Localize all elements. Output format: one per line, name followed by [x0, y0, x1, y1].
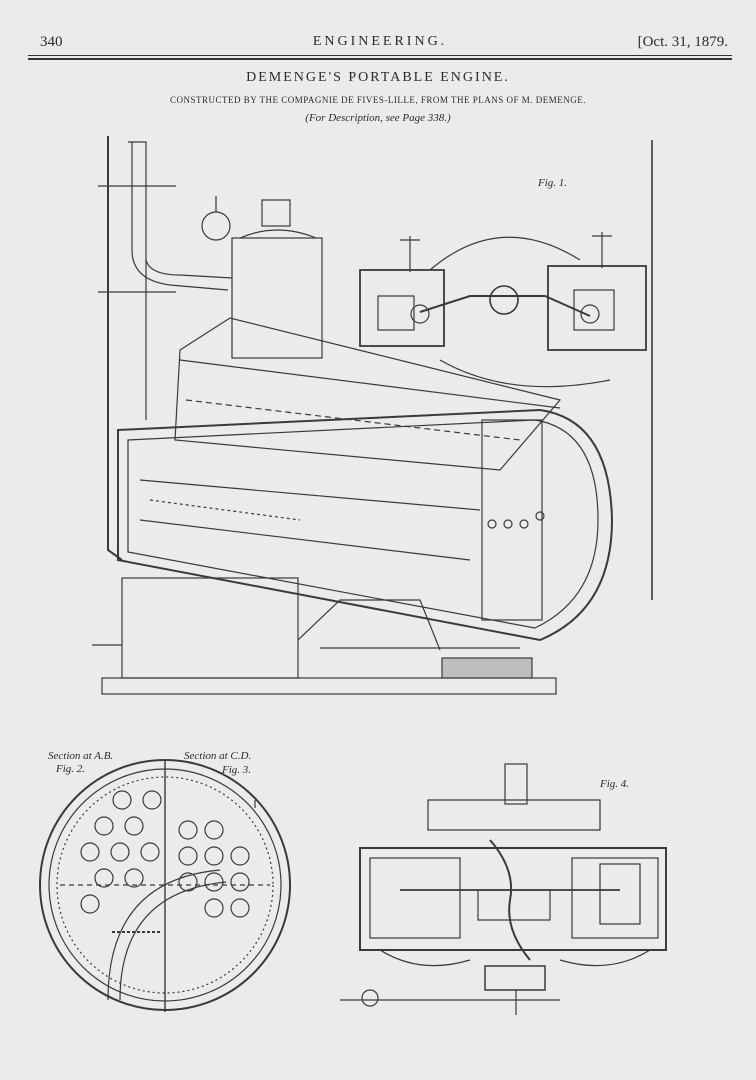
fig2-fig3-sections: [39, 759, 291, 1012]
article-title: DEMENGE'S PORTABLE ENGINE.: [246, 70, 510, 85]
issue-date: [Oct. 31, 1879.: [637, 34, 728, 50]
fig1-side-section: [92, 136, 653, 695]
header-rule-double: [28, 58, 732, 60]
fig3-section-label: Section at C.D.: [184, 750, 252, 762]
page-header: 340 ENGINEERING. [Oct. 31, 1879.: [28, 30, 732, 56]
fig4-label: Fig. 4.: [600, 778, 630, 790]
fig1-label: Fig. 1.: [538, 177, 568, 189]
fig2-label: Fig. 2.: [56, 763, 86, 775]
article-subtitle: CONSTRUCTED BY THE COMPAGNIE DE FIVES-LI…: [169, 95, 587, 105]
journal-name: ENGINEERING.: [312, 34, 448, 49]
fig3-label: Fig. 3.: [222, 764, 252, 776]
fig2-section-label: Section at A.B.: [48, 750, 114, 762]
fig4-engine-end-view: [340, 763, 667, 1015]
header-rule: [28, 55, 732, 56]
page-number: 340: [40, 34, 63, 50]
description-reference: (For Description, see Page 338.): [305, 112, 451, 124]
